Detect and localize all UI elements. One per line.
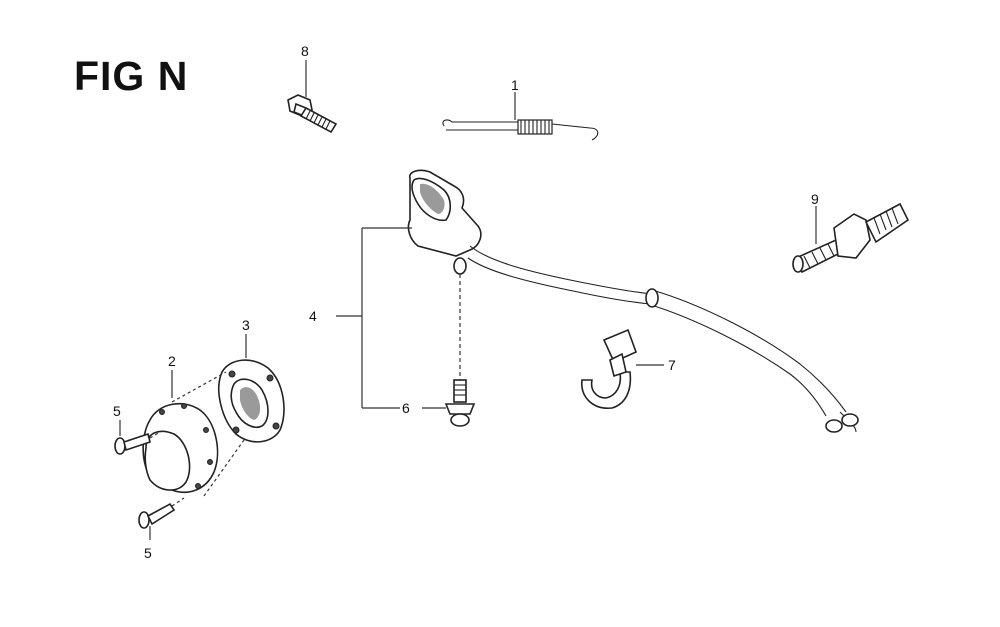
gasket-icon: [218, 334, 285, 443]
spring-icon: [442, 92, 599, 141]
callout-7: 7: [668, 357, 676, 373]
flange-bolt-icon: [287, 60, 338, 134]
callout-4: 4: [309, 308, 317, 324]
switch-knob-icon: [407, 169, 482, 275]
callout-6: 6: [402, 400, 410, 416]
callout-3: 3: [242, 317, 250, 333]
bracket-4: [336, 227, 412, 409]
screw-icon: [114, 420, 185, 540]
sensor-plug-icon: [792, 202, 910, 274]
cable-clamp-icon: [581, 328, 664, 409]
cable-icon: [467, 245, 859, 433]
callout-5-top: 5: [113, 403, 121, 419]
cover-cap-icon: [142, 370, 245, 497]
figure-title: FIG N: [74, 53, 189, 99]
callout-2: 2: [168, 353, 176, 369]
callout-8: 8: [301, 43, 309, 59]
callout-9: 9: [811, 191, 819, 207]
screw-icon: [422, 274, 476, 427]
callout-5-bottom: 5: [144, 545, 152, 561]
callout-1: 1: [511, 77, 519, 93]
